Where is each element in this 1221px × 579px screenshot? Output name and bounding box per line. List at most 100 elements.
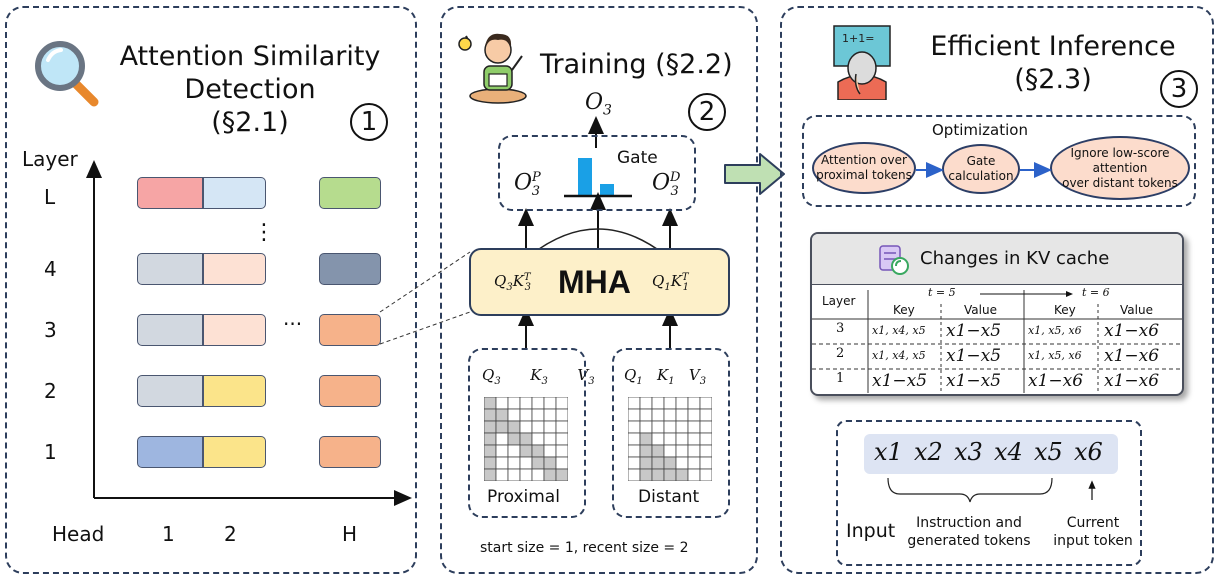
token-x1: x1: [874, 438, 903, 466]
instruction-caption: Instruction and generated tokens: [904, 514, 1034, 550]
distant-box: [612, 348, 730, 518]
panel2-title: Training (§2.2): [540, 49, 733, 80]
svg-text:1+1=: 1+1=: [842, 32, 874, 45]
kv-cache-title: Changes in KV cache: [920, 248, 1110, 269]
opt-step-3-line3: over distant tokens: [1062, 175, 1178, 190]
gate-bar-icon: [564, 158, 632, 198]
head-cell-layerL-1: [203, 177, 266, 209]
token-x5: x5: [1034, 438, 1063, 466]
horizontal-ellipsis: ···: [283, 312, 303, 336]
vertical-ellipsis: ⋮: [253, 220, 275, 245]
head-cell-layer1-1: [203, 436, 266, 468]
current-token-caption: Current input token: [1048, 514, 1138, 550]
flow-arrow: [724, 153, 785, 195]
mha-label: MHA: [558, 264, 631, 300]
head-cell-layer2-2: [319, 375, 381, 407]
kv-header-layer: Layer: [822, 294, 856, 308]
layer-label-L: L: [44, 185, 56, 209]
kv-time-t5: t = 5: [928, 286, 956, 299]
panel1-title-line1: Attention Similarity: [119, 41, 381, 72]
token-sequence: [864, 434, 1118, 474]
kv-time-t6: t = 6: [1082, 286, 1110, 299]
mask-cell: [699, 468, 712, 481]
instruction-caption-line1: Instruction and: [916, 515, 1022, 531]
attention-similarity-panel: [5, 6, 417, 574]
kv-cell-r1-c1: x1, x4, x5: [872, 349, 926, 362]
qk-proximal: Q3KT3: [494, 272, 531, 293]
head-cell-layer2-0: [137, 375, 203, 407]
optimization-box: [802, 115, 1196, 207]
mask-cell: [555, 468, 568, 481]
kv-header-value-t5: Value: [964, 303, 997, 317]
step-3-badge: 3: [1160, 70, 1198, 108]
panel1-title-line2: Detection: [184, 74, 316, 105]
opt-step-proximal: Attention over proximal tokens: [812, 142, 916, 194]
gate-box: [498, 135, 696, 211]
kv-cell-r1-c3: x1, x5, x6: [1028, 349, 1082, 362]
head-cell-layer4-2: [319, 253, 381, 285]
step-1-badge: 1: [350, 103, 388, 141]
head-cell-layerL-2: [319, 177, 381, 209]
mha-box: [469, 248, 730, 316]
layer-label-3: 3: [44, 318, 57, 342]
head-cell-layerL-0: [137, 177, 203, 209]
head-cell-layer2-1: [203, 375, 266, 407]
head-cell-layer3-1: [203, 314, 266, 346]
head-cell-layer1-0: [137, 436, 203, 468]
kv-header-value-t6: Value: [1120, 303, 1153, 317]
input-label: Input: [846, 520, 896, 542]
head-label-2: 2: [224, 522, 237, 546]
distant-attention-mask: [628, 397, 712, 481]
kv-cell-r1-c4: x1−x6: [1104, 346, 1160, 366]
kv-header-key-t5: Key: [893, 303, 915, 317]
proximal-label: Proximal: [487, 487, 560, 507]
magnifier-icon: [35, 41, 99, 107]
panel3-title-line2: (§2.3): [1014, 64, 1092, 95]
thinking-icon: 1+1=: [833, 25, 891, 100]
current-token-caption-line2: input token: [1053, 533, 1133, 549]
kv-cell-r0-c3: x1, x5, x6: [1028, 324, 1082, 337]
opt-step-2-line2: calculation: [948, 169, 1014, 183]
current-token-caption-line1: Current: [1066, 515, 1120, 531]
head-cell-layer1-2: [319, 436, 381, 468]
gate-bar-proximal: [578, 158, 592, 195]
proximal-qkv: Q3 K3 V3: [482, 366, 595, 387]
proximal-attention-mask: [484, 397, 568, 481]
input-box: [836, 420, 1142, 566]
opt-step-3-line2: attention: [1092, 160, 1148, 175]
head-cell-layer3-0: [137, 314, 203, 346]
opt-step-3-line1: Ignore low-score: [1070, 145, 1170, 160]
panel1-title-line3: (§2.1): [211, 107, 289, 138]
kv-cell-r0-c0: 3: [836, 321, 845, 336]
head-label-1: 1: [162, 522, 175, 546]
token-x2: x2: [914, 438, 943, 466]
opt-step-2-line1: Gate: [966, 154, 996, 168]
panel3-title: Efficient Inference (§2.3): [898, 30, 1208, 96]
token-x6: x6: [1074, 438, 1103, 466]
distant-output: OD3: [652, 170, 681, 199]
layer-label-1: 1: [44, 440, 57, 464]
window-size-note: start size = 1, recent size = 2: [480, 540, 689, 556]
head-label-H: H: [342, 522, 358, 546]
y-axis-label: Layer: [22, 147, 78, 171]
layer-head-axes: [86, 160, 412, 506]
distant-qkv: Q1 K1 V3: [624, 366, 707, 387]
proximal-output: OP3: [514, 170, 541, 199]
panel3-title-line1: Efficient Inference: [930, 31, 1176, 62]
training-panel: [440, 6, 758, 574]
kv-cell-r2-c3: x1−x6: [1028, 371, 1084, 391]
gate-label: Gate: [617, 148, 658, 168]
token-x3: x3: [954, 438, 983, 466]
kv-cell-r1-c0: 2: [836, 346, 845, 361]
kv-cache-header: Changes in KV cache: [812, 234, 1182, 285]
layer-label-4: 4: [44, 257, 57, 281]
kv-cell-r1-c2: x1−x5: [946, 346, 1002, 366]
kv-cell-r2-c0: 1: [836, 371, 845, 386]
opt-step-ignore: Ignore low-score attention over distant …: [1050, 136, 1190, 200]
distant-label: Distant: [638, 487, 700, 507]
kv-cell-r0-c1: x1, x4, x5: [872, 324, 926, 337]
